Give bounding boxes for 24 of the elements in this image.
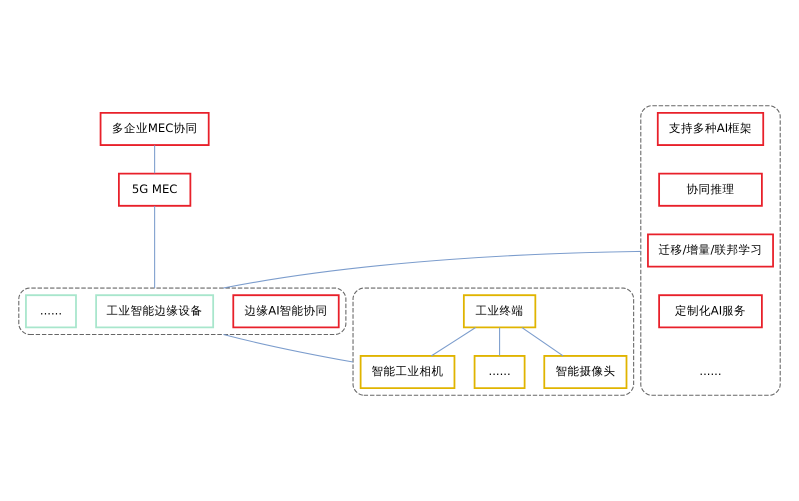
connector bbox=[223, 334, 354, 363]
connector bbox=[223, 250, 641, 289]
node-box: 智能工业相机 bbox=[360, 355, 456, 390]
node-box: 多企业MEC协同 bbox=[100, 112, 210, 146]
connector bbox=[522, 327, 564, 356]
node-box: 定制化AI服务 bbox=[658, 294, 763, 328]
node-box: 迁移/增量/联邦学习 bbox=[647, 234, 774, 268]
connector bbox=[499, 328, 500, 356]
node-box: 工业终端 bbox=[462, 294, 536, 328]
label: ...... bbox=[699, 364, 722, 378]
node-box: 支持多种AI框架 bbox=[656, 112, 764, 146]
cluster bbox=[352, 288, 634, 396]
cluster bbox=[640, 105, 781, 396]
cluster bbox=[18, 288, 346, 336]
node-box: 5G MEC bbox=[118, 172, 192, 207]
node-box: 边缘AI智能协同 bbox=[232, 294, 340, 328]
node-box: 协同推理 bbox=[658, 172, 763, 207]
node-box: 工业智能边缘设备 bbox=[95, 294, 214, 328]
node-box: ...... bbox=[25, 294, 77, 328]
connector bbox=[154, 145, 156, 174]
connector bbox=[431, 327, 476, 356]
node-box: ...... bbox=[474, 355, 526, 390]
node-box: 智能摄像头 bbox=[543, 355, 628, 390]
connector bbox=[154, 206, 156, 288]
